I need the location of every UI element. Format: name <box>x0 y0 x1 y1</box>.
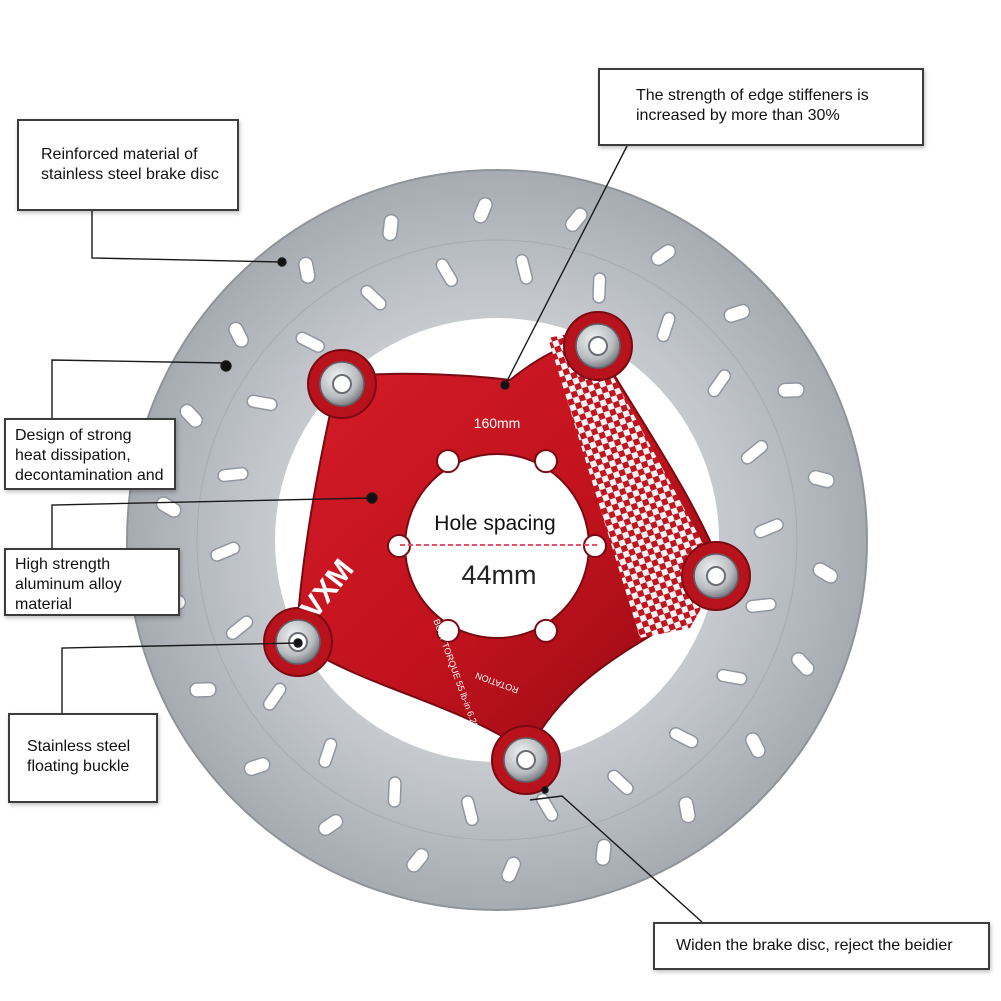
rotor-inner-edge <box>196 239 798 841</box>
rotor-cutout <box>406 847 430 873</box>
leader-stiffeners <box>504 145 628 386</box>
rotor-cutout <box>668 726 699 749</box>
rotor-cutout <box>807 469 835 489</box>
leader-stiffeners-dot <box>500 380 510 390</box>
hole-spacing-value: 44mm <box>461 560 536 590</box>
rotor-cutout <box>707 369 732 398</box>
rotor-cutout <box>225 615 254 641</box>
rotor-cutout <box>535 792 559 822</box>
rotor-cutout <box>387 776 402 808</box>
rotor-cutout <box>382 213 399 242</box>
rotor-cutout <box>179 403 204 429</box>
rotor-cutout <box>298 256 316 284</box>
callout-stiffeners-text: The strength of edge stiffeners is incre… <box>636 87 869 124</box>
hub-hole <box>436 449 460 474</box>
leader-reinforced <box>91 211 283 263</box>
rotor-cutout <box>360 284 387 311</box>
rotor-cutout <box>189 681 217 698</box>
callout-reinforced-material: Reinforced material of stainless steel b… <box>17 119 239 211</box>
rotor-cutout <box>515 253 534 285</box>
rotor-cutout <box>217 466 249 483</box>
callout-aluminum-alloy: High strength aluminum alloy material <box>4 548 180 616</box>
rotor-cutout <box>744 732 766 759</box>
bolt-hole <box>706 566 726 586</box>
callout-edge-stiffeners: The strength of edge stiffeners is incre… <box>598 68 924 146</box>
hub-hole <box>534 618 558 643</box>
callout-heat-text: Design of strong heat dissipation, decon… <box>15 427 164 484</box>
rotor-cutouts <box>155 197 839 883</box>
bolt-hole <box>332 374 352 394</box>
rotor-cutout <box>607 769 634 796</box>
rotor-cutout <box>228 321 250 348</box>
rotor-cutout <box>745 597 777 614</box>
leader-heat-dot <box>220 360 232 372</box>
rotor-cutout <box>460 795 479 827</box>
rotor-cutout <box>435 258 459 288</box>
rotor-cutout <box>753 518 784 539</box>
hub-hole <box>387 534 411 558</box>
hub-hole <box>534 449 558 474</box>
rotor-cutout <box>592 272 607 304</box>
rotor-cutout <box>246 394 278 412</box>
rotor-cutout <box>318 737 338 769</box>
callout-widen-text: Widen the brake disc, reject the beidier <box>676 937 953 954</box>
rotor-cutout <box>564 207 588 233</box>
hub-holes <box>387 449 607 643</box>
callout-alloy-text: High strength aluminum alloy material <box>15 556 122 613</box>
rotor-cutout <box>723 303 751 324</box>
hole-spacing-label: Hole spacing <box>434 512 555 535</box>
rotor-cutout <box>777 382 805 399</box>
rotor-cutout <box>595 838 612 867</box>
rotor-cutout <box>210 541 241 562</box>
leader-buckle-dot <box>293 638 303 648</box>
leader-widen-dot <box>541 786 549 794</box>
rotor-cutout <box>262 682 287 711</box>
hub-hole <box>436 618 460 643</box>
rotor-cutout <box>740 439 769 465</box>
callout-buckle-text: Stainless steel floating buckle <box>27 738 131 775</box>
bolt-hole <box>516 750 536 770</box>
leader-alloy <box>51 497 371 548</box>
leader-alloy-dot <box>366 492 378 504</box>
rotor-cutout <box>678 796 696 824</box>
disc-size-label: 160mm <box>474 415 521 431</box>
leader-lines <box>51 145 703 923</box>
leader-widen <box>529 795 703 923</box>
rotor-cutout <box>812 562 839 584</box>
rotor-cutout <box>790 651 815 677</box>
rotor-cutout <box>656 311 676 343</box>
rotor-cutout <box>243 756 271 777</box>
callout-heat-dissipation: Design of strong heat dissipation, decon… <box>4 418 176 490</box>
rotor-cutout <box>650 243 677 267</box>
leader-buckle <box>61 642 299 713</box>
rotor-cutout <box>501 856 522 883</box>
bolt-hole <box>588 336 608 356</box>
callout-widen-disc: Widen the brake disc, reject the beidier <box>653 922 990 970</box>
callout-floating-buckle: Stainless steel floating buckle <box>8 713 158 803</box>
rotor-cutout <box>472 197 493 224</box>
rotor-cutout <box>716 668 748 686</box>
floating-buckles <box>275 323 739 783</box>
leader-reinforced-dot <box>277 257 287 267</box>
callout-reinforced-text: Reinforced material of stainless steel b… <box>41 146 219 183</box>
leader-heat <box>51 359 227 418</box>
rotor-cutout <box>317 813 344 837</box>
rotor-cutout <box>295 331 326 354</box>
